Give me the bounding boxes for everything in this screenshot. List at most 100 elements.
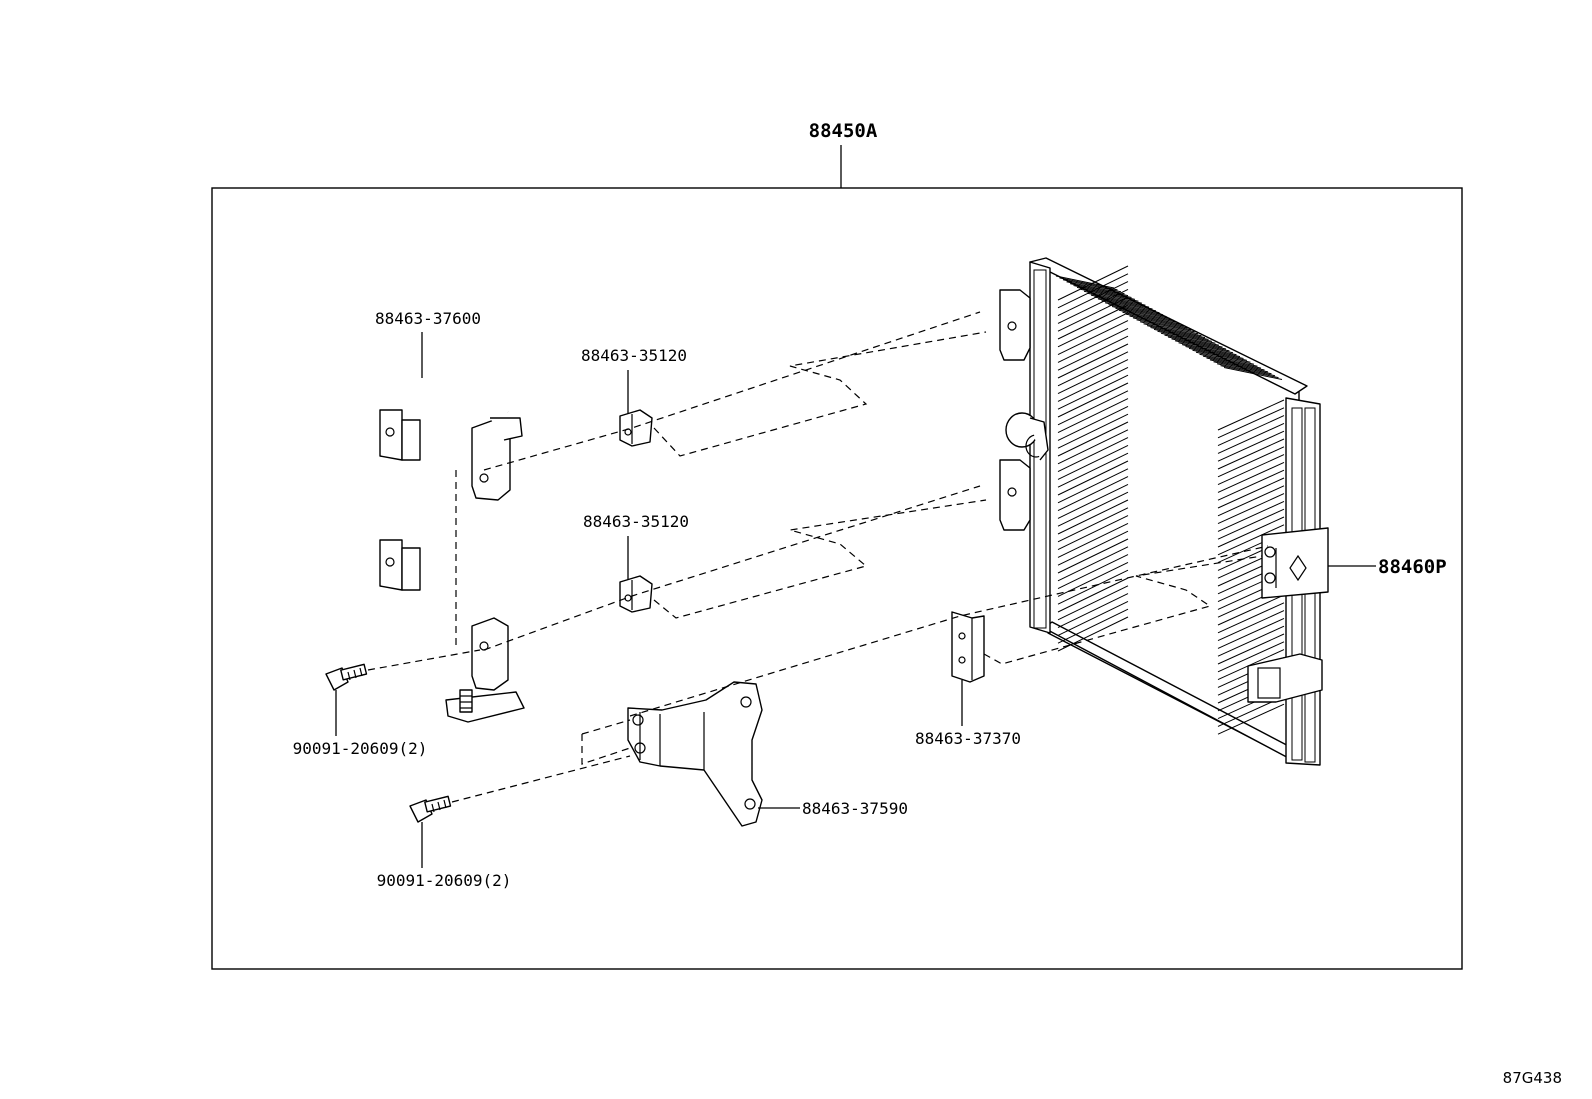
condenser-fin-line (1057, 577, 1129, 613)
condenser-fin-line (1216, 363, 1276, 377)
condenser-fin-line (1057, 343, 1129, 379)
condenser-fin-line (1217, 407, 1285, 439)
condenser-fin-line (1217, 485, 1285, 517)
condenser-fin-line (1094, 296, 1153, 310)
bolt-lower[interactable] (409, 795, 452, 823)
bracket-small-label[interactable]: 88463-37370 (915, 729, 1021, 748)
condenser-fin-line (1057, 554, 1129, 590)
condenser-middle-mount[interactable] (999, 459, 1031, 531)
condenser-right-mount[interactable] (1261, 527, 1329, 599)
condenser-fin-line (1217, 516, 1285, 548)
condenser-fin-line (1167, 336, 1227, 350)
condenser-fin-line (1057, 483, 1129, 519)
condenser-fin-line (1076, 286, 1136, 300)
condenser-fin-line (1178, 342, 1237, 356)
condenser-fin-line (1057, 335, 1129, 371)
condenser-fin-line (1057, 304, 1129, 340)
bracket-small[interactable] (951, 611, 985, 683)
condenser-fin-line (1057, 281, 1129, 317)
condenser-fin-line (1217, 625, 1285, 657)
condenser-fin-line (1143, 323, 1202, 337)
condenser-fin-line (1057, 452, 1129, 488)
condenser-fin-line (1057, 312, 1129, 348)
condenser-fin-line (1057, 359, 1129, 395)
condenser-fin-line (1139, 321, 1199, 335)
bolt-upper-label[interactable]: 90091-20609(2) (293, 739, 428, 758)
clamp-upper[interactable] (619, 409, 653, 447)
installation-lines (367, 311, 1269, 803)
condenser-fin-line (1129, 315, 1188, 329)
bolt-upper[interactable] (325, 663, 368, 691)
condenser-fin-line (1057, 421, 1129, 457)
condenser-fin-line (1171, 338, 1230, 352)
condenser-fin-line (1115, 307, 1174, 321)
condenser-fin-line (1174, 340, 1234, 354)
condenser-fin-line (1057, 273, 1129, 309)
condenser-fin-line (1217, 493, 1285, 525)
condenser-fin-line (1057, 530, 1129, 566)
condenser-fin-line (1057, 569, 1129, 605)
condenser-fin-line (1057, 382, 1129, 418)
condenser-fin-line (1220, 365, 1279, 379)
bolt-lower-label[interactable]: 90091-20609(2) (377, 871, 512, 890)
clamp-lower-label[interactable]: 88463-35120 (583, 512, 689, 531)
condenser-fin-line (1199, 353, 1258, 367)
condenser-fin-line (1057, 507, 1129, 543)
condenser-fin-line (1217, 399, 1285, 431)
condenser-fin-line (1104, 302, 1164, 316)
condenser-fin-line (1080, 288, 1139, 302)
condenser-fin-line (1057, 468, 1129, 504)
condenser-fin-line (1209, 359, 1269, 373)
pipe-assembly[interactable] (379, 373, 525, 723)
condenser-fin-line (1057, 405, 1129, 441)
assembly-label[interactable]: 88450A (809, 120, 878, 142)
clamp-lower[interactable] (619, 575, 653, 613)
condenser-fin-line (1217, 617, 1285, 649)
condenser-fin-line (1217, 594, 1285, 626)
condenser-lower-clip[interactable] (1247, 653, 1323, 703)
condenser-fin-line (1217, 422, 1285, 454)
condenser-fin-line (1057, 320, 1129, 356)
condenser-fin-line (1181, 344, 1241, 358)
condenser-fin-line (1057, 585, 1129, 621)
condenser-fin-line (1157, 330, 1216, 344)
condenser-fin-line (1192, 349, 1251, 363)
condenser-fin-line (1057, 288, 1129, 324)
condenser-fin-line (1118, 309, 1178, 323)
condenser-fin-line (1057, 444, 1129, 480)
condenser-fin-line (1132, 317, 1192, 331)
clamp-upper-label[interactable]: 88463-35120 (581, 346, 687, 365)
condenser-fin-line (1164, 334, 1223, 348)
condenser-fin-line (1055, 275, 1115, 289)
condenser-fin-line (1217, 454, 1285, 486)
condenser-upper-mount[interactable] (999, 289, 1031, 361)
condenser-fin-line (1153, 328, 1213, 342)
condenser-fin-line (1217, 415, 1285, 447)
condenser-fin-line (1057, 327, 1129, 363)
condenser-fin-line (1057, 374, 1129, 410)
condenser-core[interactable] (1029, 257, 1321, 766)
bracket-large[interactable] (627, 681, 763, 827)
condenser-fin-line (1223, 367, 1283, 380)
condenser-fin-line (1217, 633, 1285, 665)
condenser-fin-line (1059, 277, 1118, 291)
condenser-fin-line (1217, 641, 1285, 673)
condenser-fin-line (1066, 281, 1125, 295)
condenser-fin-line (1057, 413, 1129, 449)
assembly-frame (211, 187, 1463, 970)
condenser-label[interactable]: 88460P (1378, 556, 1447, 578)
condenser-fin-line (1160, 332, 1220, 346)
condenser-fin-line (1213, 361, 1272, 375)
condenser-fin-line (1083, 290, 1143, 304)
condenser-fin-line (1057, 398, 1129, 434)
condenser-fin-line (1188, 347, 1248, 361)
condenser-fin-line (1217, 461, 1285, 493)
condenser-fitting[interactable] (1005, 412, 1049, 461)
condenser-fin-line (1217, 446, 1285, 478)
condenser-fin-line (1057, 499, 1129, 535)
condenser-fin-line (1202, 355, 1262, 369)
bracket-large-label[interactable]: 88463-37590 (802, 799, 908, 818)
pipe-label[interactable]: 88463-37600 (375, 309, 481, 328)
condenser-fin-line (1057, 515, 1129, 551)
